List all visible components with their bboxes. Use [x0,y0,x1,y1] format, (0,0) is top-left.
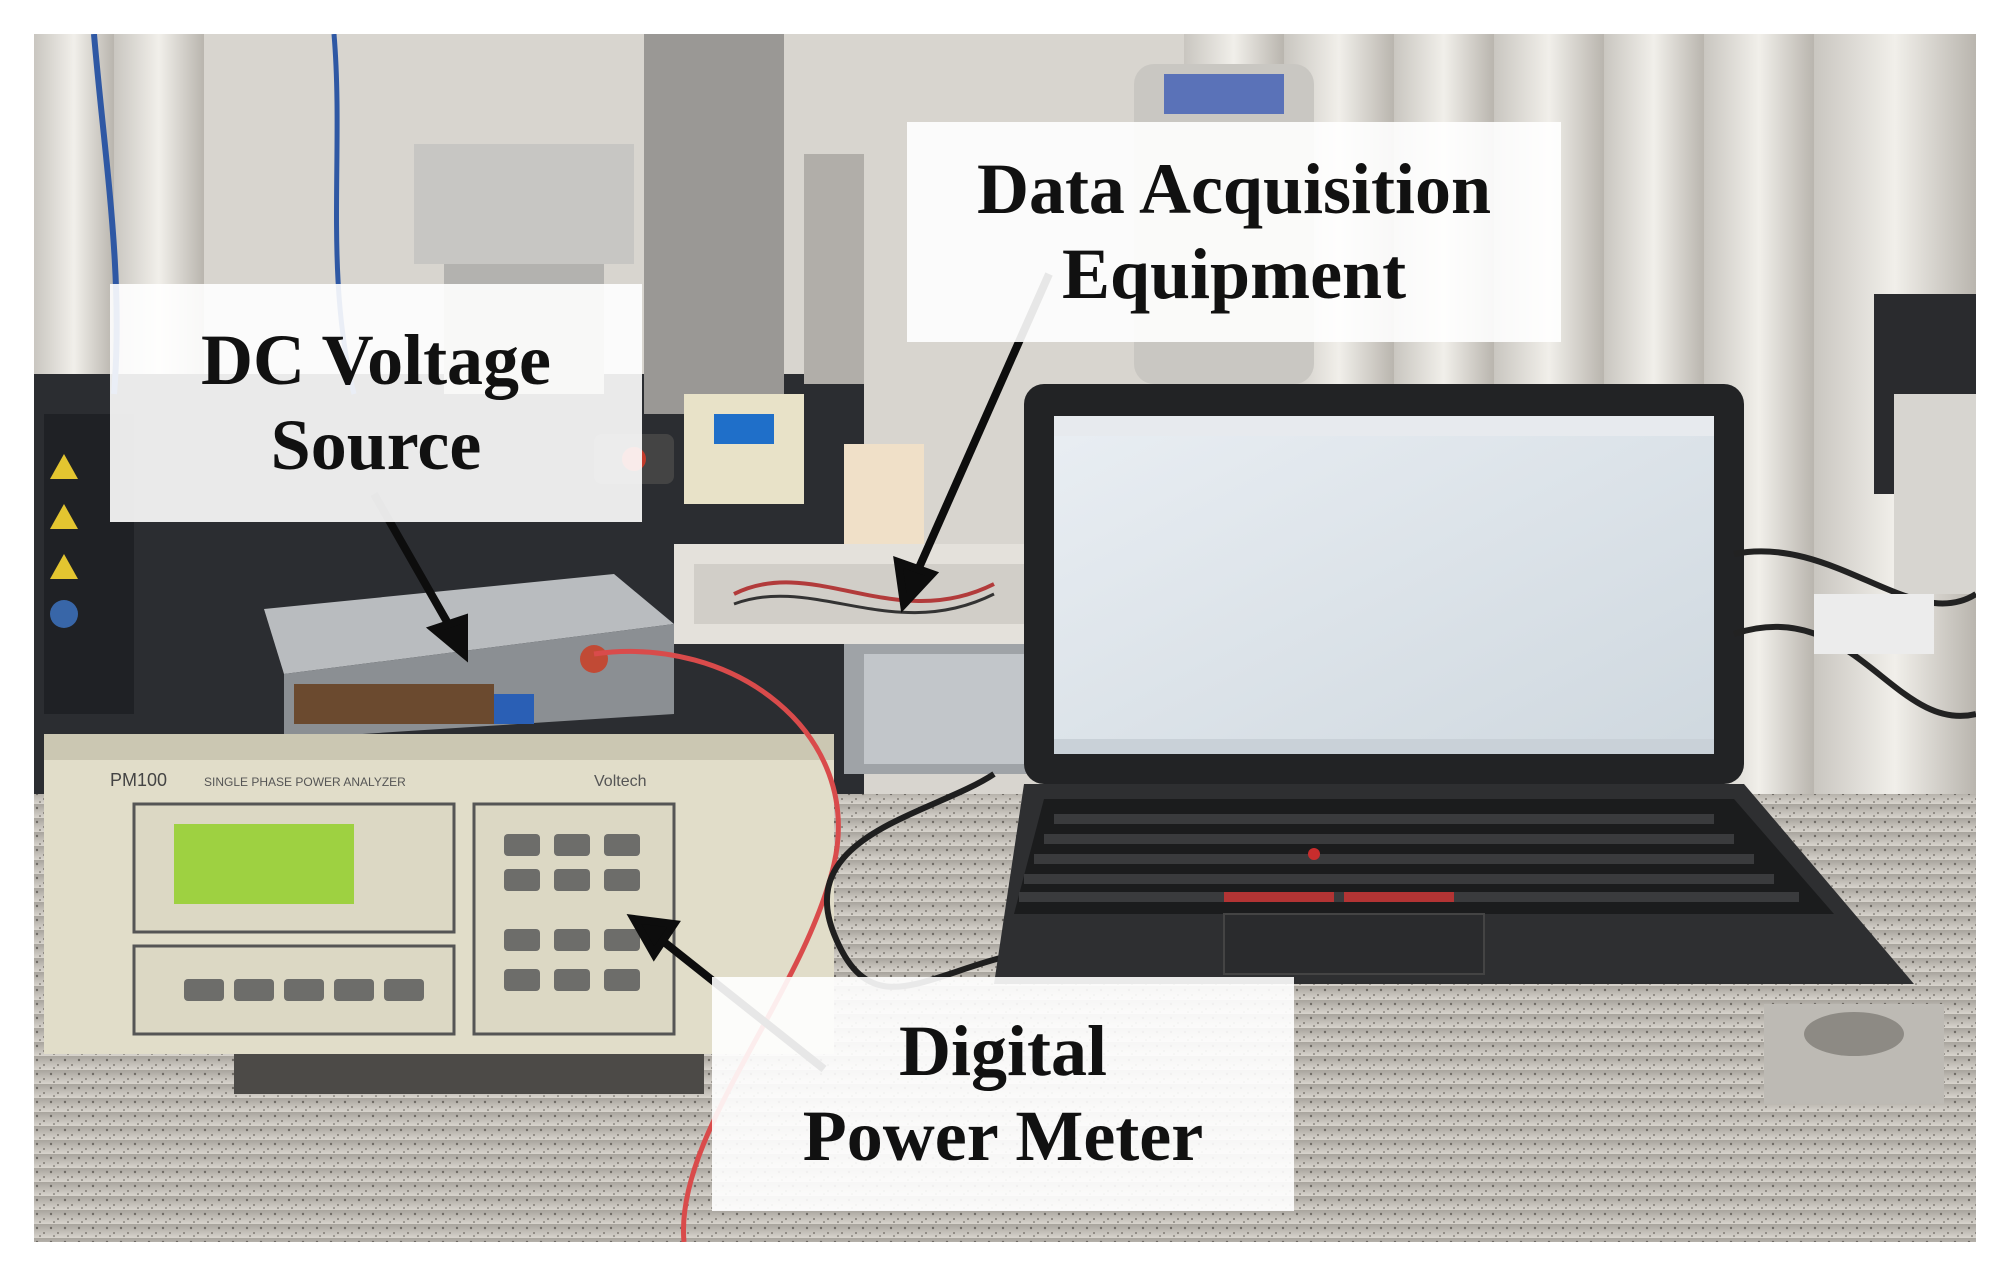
label-dc-voltage-line2: Source [270,405,482,485]
trackpad [1223,913,1485,975]
laptop-screen [1054,416,1714,754]
meter-brand: Voltech [594,773,646,790]
red-wire [593,648,841,1242]
laptop [994,384,1914,984]
label-dc-voltage-line1: DC Voltage [200,320,551,401]
dc-power-supply [264,574,674,739]
power-meter: PM100 SINGLE PHASE POWER ANALYZER Voltec… [44,734,834,1094]
meter-buttons [184,834,640,1001]
label-digital-power-meter-line2: Power Meter [802,1096,1204,1176]
meter-subtitle: SINGLE PHASE POWER ANALYZER [204,775,406,789]
lab-photo: PM100 SINGLE PHASE POWER ANALYZER Voltec… [34,34,1976,1242]
label-digital-power-meter-line1: Digital [899,1011,1107,1092]
meter-model: PM100 [110,770,167,790]
label-data-acquisition-line1: Data Acquisition [976,149,1492,230]
lab-scene: PM100 SINGLE PHASE POWER ANALYZER Voltec… [34,34,1976,1242]
label-data-acquisition-line2: Equipment [1061,234,1407,314]
label-dc-voltage-source: DC Voltage Source [110,284,642,522]
label-digital-power-meter: Digital Power Meter [712,977,1294,1211]
label-data-acquisition: Data Acquisition Equipment [907,122,1561,342]
meter-lcd [174,824,354,904]
